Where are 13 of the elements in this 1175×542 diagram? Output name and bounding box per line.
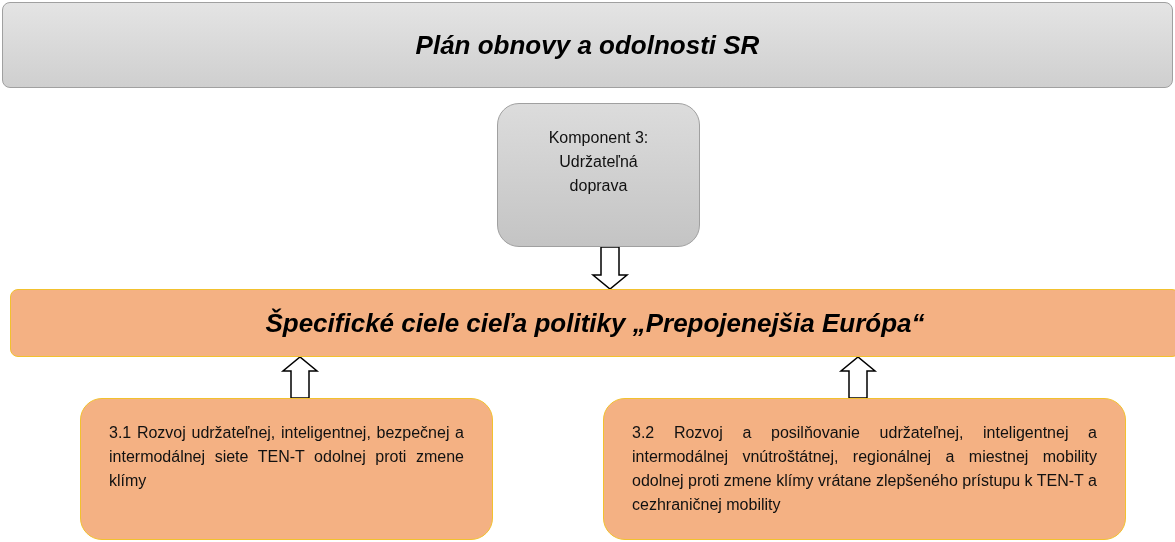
component-box bbox=[497, 103, 700, 247]
block-arrow bbox=[280, 356, 320, 399]
objectives-band bbox=[10, 289, 1175, 357]
block-arrow bbox=[838, 356, 878, 399]
heading-text: Špecifické ciele cieľa politiky „Prepojenejšia Európa“ bbox=[265, 307, 925, 339]
node-text: 3.1 Rozvoj udržateľnej, inteligentnej, bezpečnej a intermodálnej siete TEN-T odolnej proti zmene klímy bbox=[109, 423, 464, 491]
objective-box bbox=[603, 398, 1126, 540]
node-text: Komponent 3: Udržateľná doprava bbox=[547, 128, 650, 196]
title-band bbox=[2, 2, 1173, 88]
node-text: 3.2 Rozvoj a posilňovanie udržateľnej, inteligentnej a intermodálnej vnútroštátnej, regionálnej a miestnej mobility odolnej proti zmene klímy vrátane zlepšeného prístupu k TEN-T a cezhraničnej mobility bbox=[632, 423, 1097, 515]
heading-text: Plán obnovy a odolnosti SR bbox=[415, 29, 760, 61]
block-arrow bbox=[590, 246, 630, 290]
objective-box bbox=[80, 398, 493, 540]
